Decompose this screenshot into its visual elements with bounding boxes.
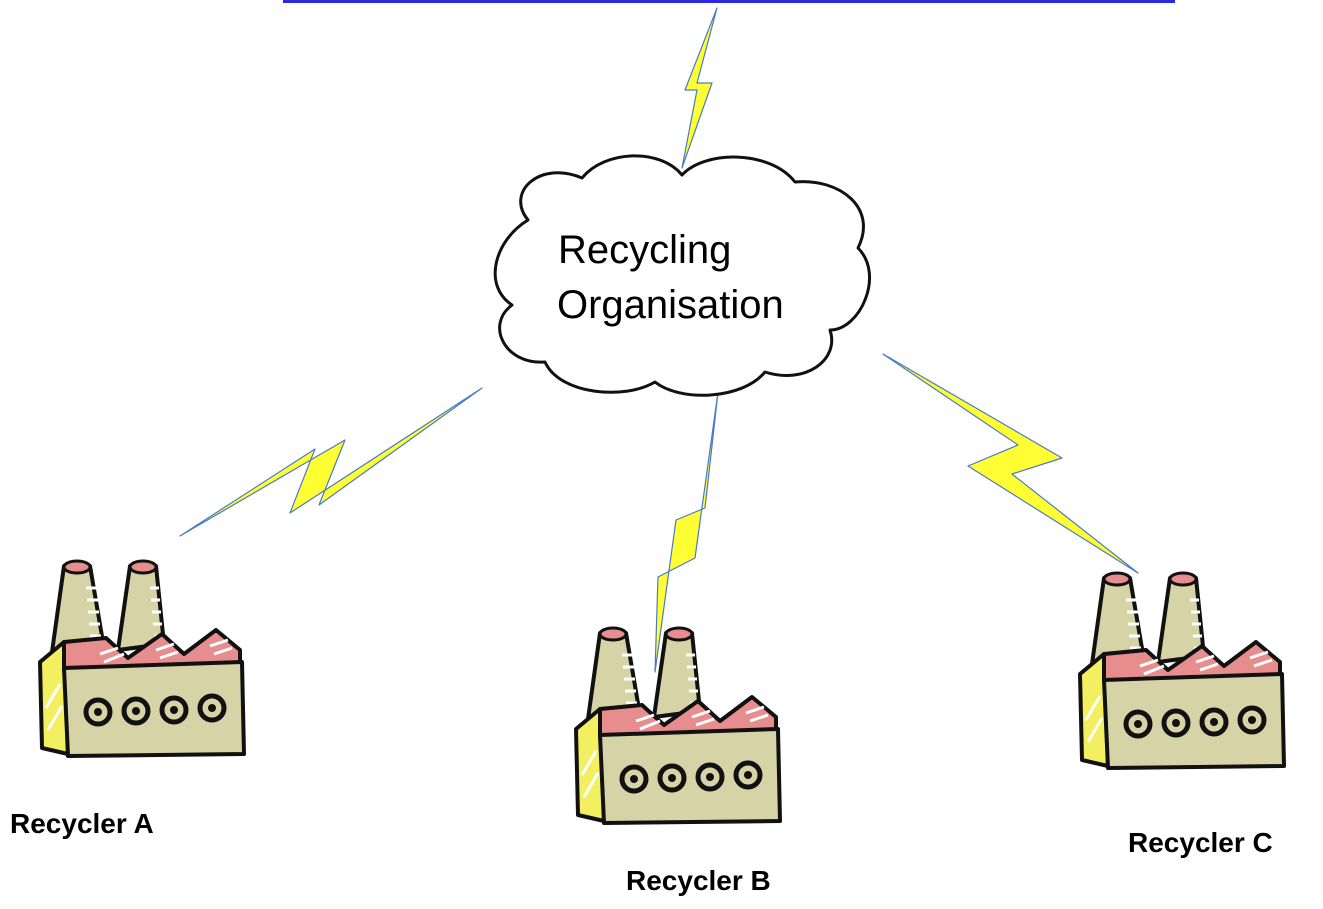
factory-icon-recycler-b [576, 628, 780, 823]
cloud-shape [495, 156, 869, 395]
cloud-label-line2: Organisation [557, 283, 784, 327]
cloud-label-line1: Recycling [558, 228, 731, 272]
lightning-bolt-to-recycler-a [180, 388, 482, 536]
factory-icon-recycler-c [1080, 573, 1284, 768]
recycler-c-label: Recycler C [1128, 827, 1273, 858]
lightning-bolt-to-recycler-c [883, 354, 1138, 573]
recycling-organisation-cloud: Recycling Organisation [495, 156, 869, 395]
lightning-bolt-top [682, 8, 717, 168]
recycler-a-label: Recycler A [10, 808, 154, 839]
recycler-b-label: Recycler B [626, 865, 771, 896]
factory-icon-recycler-a [40, 561, 244, 756]
